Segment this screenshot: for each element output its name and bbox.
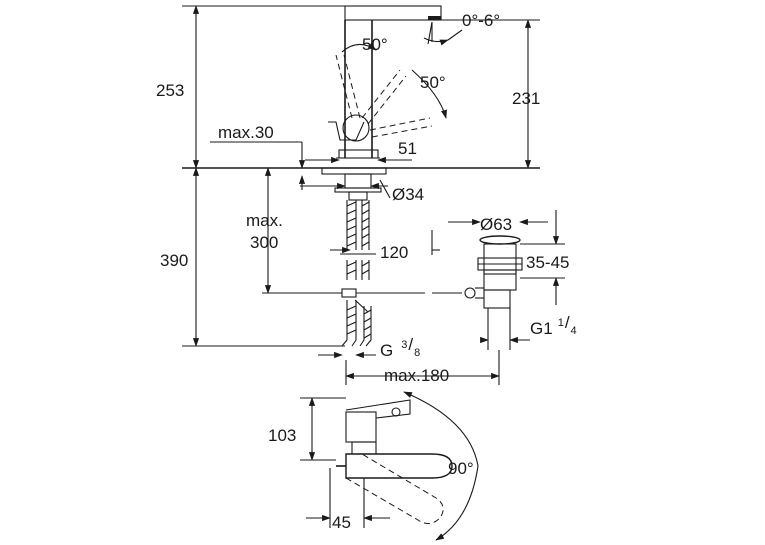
- dim-waste-dia: Ø63: [480, 215, 512, 234]
- dim-reach-max: max.180: [384, 366, 449, 385]
- dim-hose-max-value: 300: [250, 233, 278, 252]
- dim-hose-max: max.: [246, 211, 283, 230]
- dim-lever-side: 50°: [420, 73, 446, 92]
- dim-plan-rotation: 90°: [448, 459, 474, 478]
- deck-plate: [321, 167, 387, 175]
- dim-base-width: 51: [398, 139, 417, 158]
- dim-height-spout: 231: [512, 89, 540, 108]
- dim-hole-dia: Ø34: [392, 185, 424, 204]
- faucet-plan-view: [300, 391, 479, 541]
- dimension-lines: [182, 5, 565, 385]
- dim-lever-up: 50°: [362, 35, 388, 54]
- dim-tilt: 0°-6°: [462, 11, 500, 30]
- dim-hose-length: 390: [160, 251, 188, 270]
- faucet-side-view: [328, 5, 463, 159]
- under-deck-assembly: [262, 173, 462, 347]
- dim-offset: 120: [380, 243, 408, 262]
- dim-plan-depth: 103: [268, 426, 296, 445]
- dim-deck-max: max.30: [218, 123, 274, 142]
- dim-plan-offset: 45: [332, 513, 351, 532]
- dim-waste-range: 35-45: [526, 253, 569, 272]
- waste-assembly: [464, 235, 523, 350]
- dim-height-total: 253: [156, 81, 184, 100]
